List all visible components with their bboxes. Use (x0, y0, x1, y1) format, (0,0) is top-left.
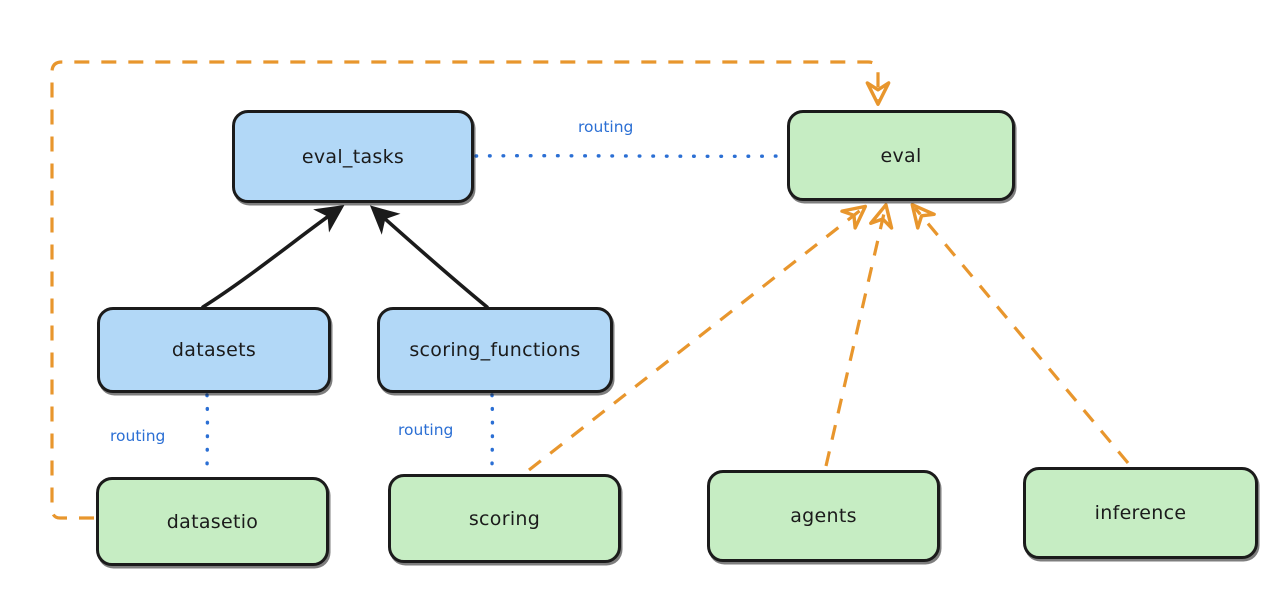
node-label: inference (1094, 502, 1187, 524)
edge-label-routing-datasets-datasetio: routing (110, 427, 166, 445)
edge-scoring-to-eval (528, 204, 868, 472)
edge-label-routing-eval-tasks-eval: routing (578, 118, 634, 136)
node-label: agents (790, 505, 857, 527)
node-scoring[interactable]: scoring (388, 474, 621, 563)
node-label: scoring_functions (409, 339, 581, 361)
edge-scoring-functions-to-eval-tasks (369, 205, 489, 309)
node-datasets[interactable]: datasets (97, 307, 331, 393)
node-label: eval_tasks (301, 145, 405, 168)
node-label: scoring (468, 507, 541, 530)
node-label: datasets (171, 339, 257, 361)
edge-label-routing-scoring-functions-scoring: routing (398, 421, 454, 439)
node-eval[interactable]: eval (787, 110, 1015, 201)
edge-agents-to-eval (824, 203, 894, 467)
node-scoring-functions[interactable]: scoring_functions (377, 307, 613, 393)
node-inference[interactable]: inference (1023, 467, 1258, 559)
node-agents[interactable]: agents (707, 470, 940, 562)
edge-eval-tasks-to-eval (474, 154, 786, 158)
node-label: eval (880, 144, 922, 167)
edge-datasets-to-eval-tasks (201, 204, 345, 309)
edge-inference-to-eval (910, 203, 1130, 465)
node-label: datasetio (166, 510, 259, 533)
edge-datasetio-to-eval (50, 60, 891, 520)
node-datasetio[interactable]: datasetio (96, 477, 329, 566)
node-eval-tasks[interactable]: eval_tasks (232, 110, 474, 203)
